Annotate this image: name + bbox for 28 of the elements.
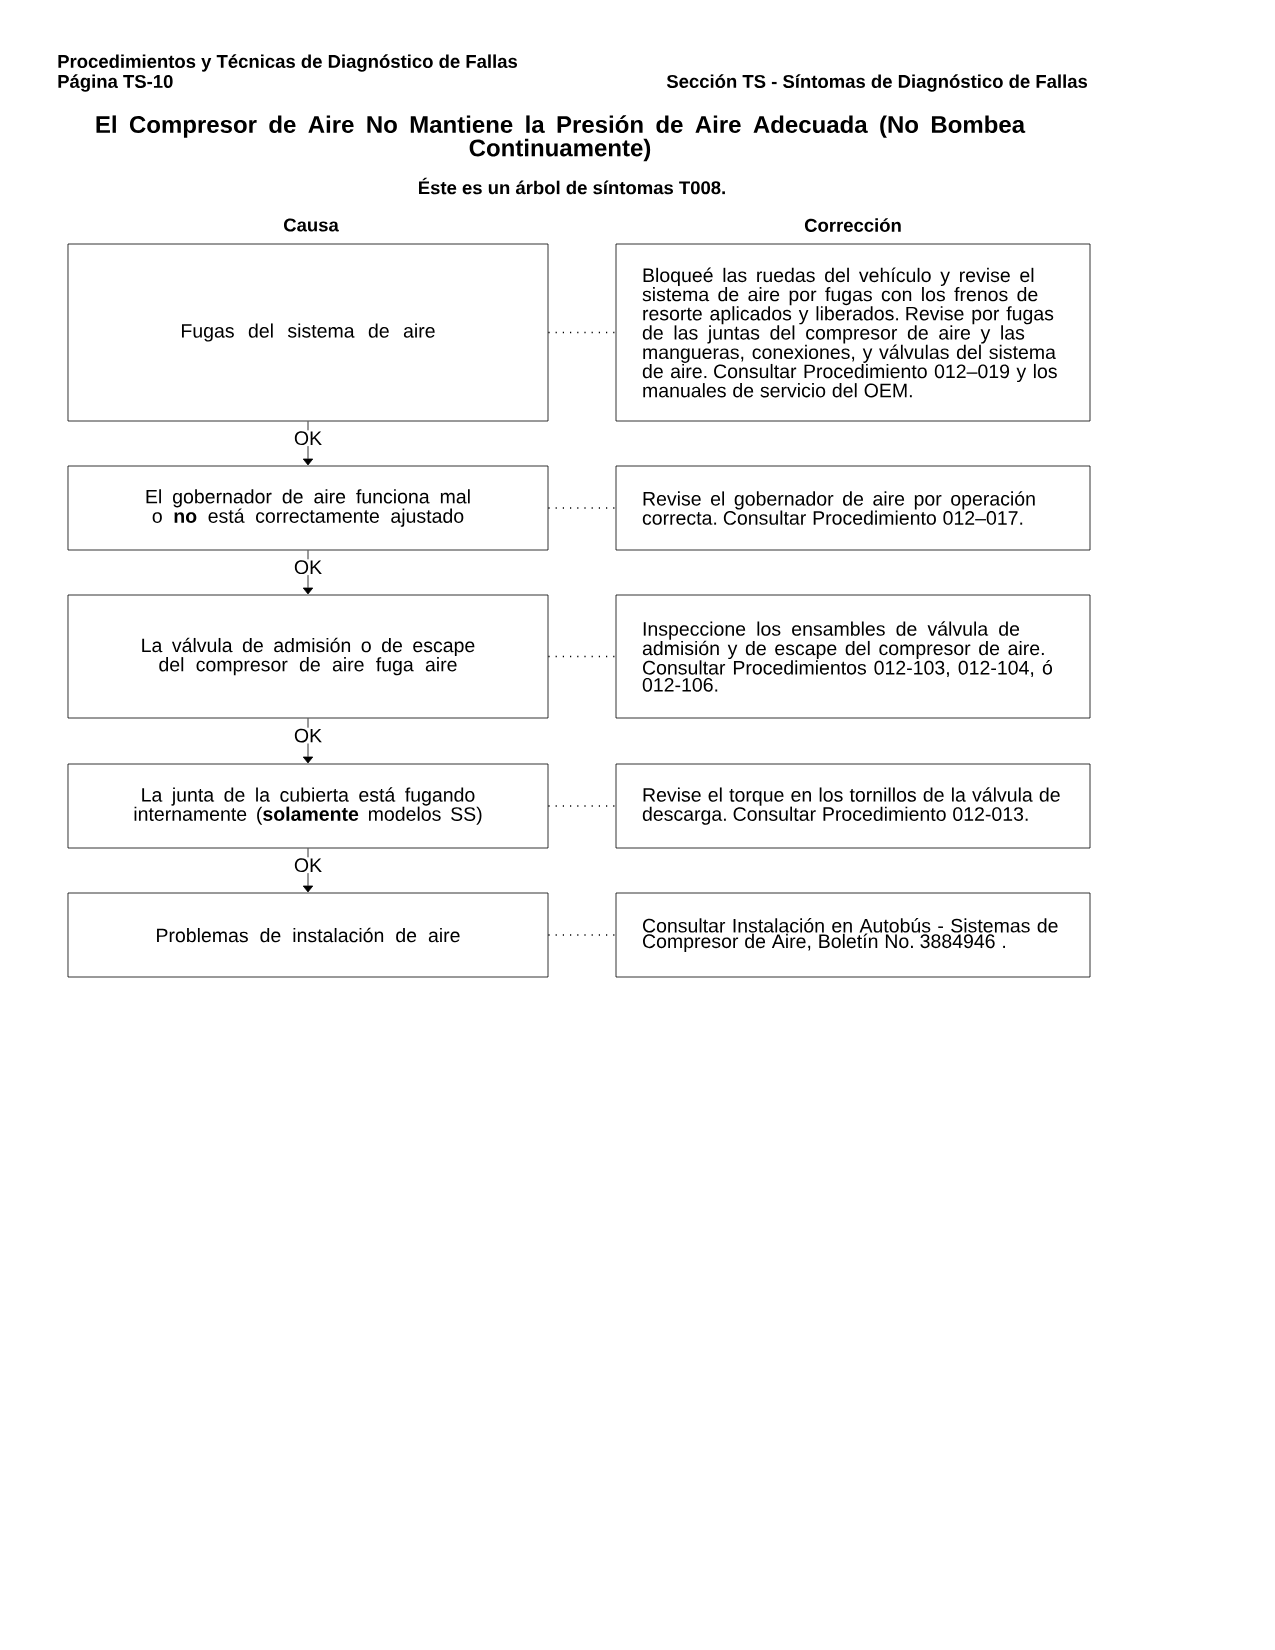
edge-label: OK <box>292 430 324 447</box>
cause-box: El gobernador de aire funciona mal o no está correctamente ajustado <box>67 465 549 551</box>
dotted-leader <box>547 805 617 807</box>
dotted-leader <box>547 507 617 509</box>
edge-label: OK <box>292 559 324 576</box>
page-header: Página TS-10 <box>58 74 173 92</box>
flow-arrow <box>302 550 314 595</box>
cause-box: La junta de la cubierta está fugando internamente (solamente modelos SS) <box>67 763 549 849</box>
flow-arrow <box>302 848 314 893</box>
flow-arrow <box>302 718 314 764</box>
correction-box: Revise el gobernador de aire por operación correcta. Consultar Procedimiento 012–017. <box>615 465 1091 551</box>
title: El Compresor de Aire No Mantiene la Presión de Aire Adecuada (No Bombea Continuamente) <box>96 115 1026 162</box>
page-header: Sección TS - Síntomas de Diagnóstico de Fallas <box>666 74 1088 92</box>
subtitle: Éste es un árbol de síntomas T008. <box>419 177 725 195</box>
page-header: Procedimientos y Técnicas de Diagnóstico de Fallas <box>58 54 518 72</box>
correction-box: Bloqueé las ruedas del vehículo y revise el sistema de aire por fugas con los frenos de resorte aplicados y liberados. Revise por fugas de las juntas del compresor de aire y las mangueras, conexiones, y válvulas del sistema de aire. Consultar Procedimiento 012–019 y los manuales de servicio del OEM. <box>615 243 1091 422</box>
cause-box: Problemas de instalación de aire <box>67 892 549 978</box>
correction-box: Revise el torque en los tornillos de la válvula de descarga. Consultar Procedimiento 012-013. <box>615 763 1091 849</box>
dotted-leader <box>547 934 617 936</box>
edge-label: OK <box>292 857 324 874</box>
edge-label: OK <box>292 727 324 744</box>
flow-arrow <box>302 421 314 466</box>
dotted-leader <box>547 655 617 658</box>
cause-box: Fugas del sistema de aire <box>67 243 549 422</box>
correction-box: Consultar Instalación en Autobús - Sistemas de Compresor de Aire, Boletín No. 3884946 . <box>615 892 1091 978</box>
correction-box: Inspeccione los ensambles de válvula de admisión y de escape del compresor de aire. Consultar Procedimientos 012-103, 012-104, ó 012-106. <box>615 594 1091 719</box>
cause-box: La válvula de admisión o de escape del compresor de aire fuga aire <box>67 594 549 719</box>
dotted-leader <box>547 331 617 334</box>
